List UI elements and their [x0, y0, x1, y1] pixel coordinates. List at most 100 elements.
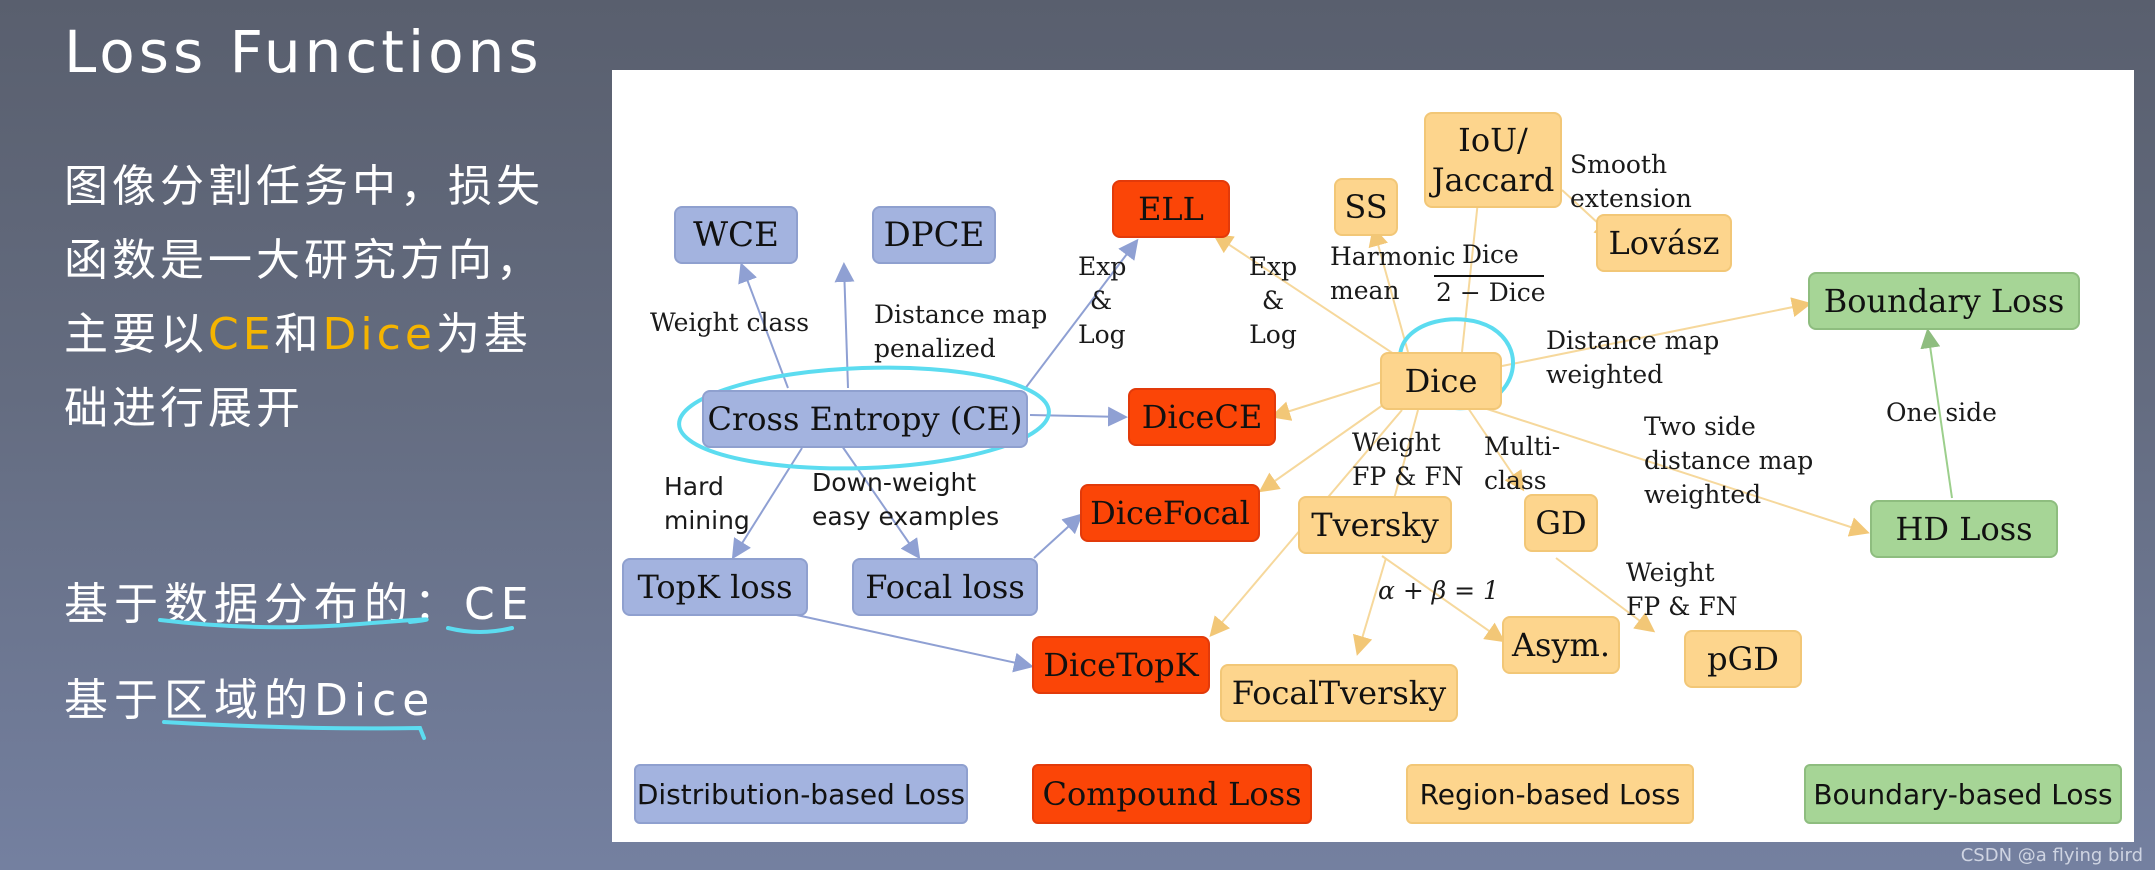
- node-asym: Asym.: [1502, 616, 1620, 674]
- node-hd-loss: HD Loss: [1870, 500, 2058, 558]
- label-weight2-line-1: Weight: [1626, 558, 1715, 587]
- label-multi-class: Multi- class: [1484, 430, 1560, 498]
- region-line: 基于区域的Dice: [64, 664, 435, 728]
- edge-ce-dicece: [1029, 406, 1128, 427]
- label-dm-weighted-line-2: weighted: [1546, 360, 1664, 389]
- node-iou-line-1: IoU/: [1458, 121, 1528, 159]
- label-weight-class: Weight class: [650, 308, 810, 337]
- node-dicefocal: DiceFocal: [1080, 484, 1260, 542]
- label-hard-mining: Hard mining: [664, 470, 750, 538]
- label-harmonic-line-1: Harmonic: [1330, 242, 1456, 271]
- diagram-edges: [677, 178, 1953, 673]
- label-exp-log-right-2: &: [1261, 286, 1285, 315]
- node-gd: GD: [1524, 494, 1598, 552]
- node-iou-jaccard: IoU/ Jaccard: [1424, 112, 1562, 208]
- edge-dice-ss: [1368, 226, 1409, 353]
- highlight-dice: Dice: [322, 309, 436, 360]
- label-fraction-numerator: Dice: [1462, 240, 1519, 269]
- diagram-panel: WCE DPCE Cross Entropy (CE) TopK loss Fo…: [612, 70, 2134, 842]
- intro-line-3: 主要以CE和Dice为基: [64, 298, 584, 372]
- slide-title: Loss Functions: [64, 18, 543, 86]
- region-prefix: 基于: [64, 675, 164, 726]
- node-pgd: pGD: [1684, 630, 1802, 688]
- label-harmonic-mean: Harmonic mean: [1330, 240, 1456, 308]
- label-exp-log-left-1: Exp: [1078, 252, 1127, 281]
- edge-ce-focal: [841, 445, 921, 560]
- label-two-side-line-1: Two side: [1644, 412, 1756, 441]
- ink-circle-ce: [677, 365, 1051, 471]
- edge-tversky-focaltversky: [1352, 557, 1387, 656]
- label-distance-map-line-2: penalized: [874, 334, 996, 363]
- intro-and: 和: [274, 309, 323, 360]
- label-two-side-line-3: weighted: [1644, 480, 1762, 509]
- region-underlined: 区域的Dice: [164, 675, 436, 726]
- distribution-line: 基于数据分布的：CE: [64, 568, 535, 632]
- node-topk-loss: TopK loss: [622, 558, 808, 616]
- label-exp-log-right: Exp & Log: [1248, 250, 1298, 352]
- label-smooth-line-2: extension: [1570, 184, 1692, 213]
- label-hard-mining-line-2: mining: [664, 506, 750, 535]
- label-weight2-line-2: FP & FN: [1626, 592, 1738, 621]
- label-exp-log-left-2: &: [1089, 286, 1113, 315]
- edge-ce-wce: [738, 262, 789, 389]
- edge-tversky-asym: [1381, 555, 1506, 643]
- label-distance-map-line-1: Distance map: [874, 300, 1048, 329]
- label-smooth-line-1: Smooth: [1570, 150, 1668, 179]
- label-weight-fpfn-line-2: FP & FN: [1352, 462, 1464, 491]
- label-two-side-line-2: distance map: [1644, 446, 1814, 475]
- edge-dice-gd: [1467, 407, 1525, 492]
- label-weight-fpfn-line-1: Weight: [1352, 428, 1441, 457]
- intro-line-2: 函数是一大研究方向，: [64, 235, 544, 286]
- distribution-underlined: 数据分布的：: [164, 579, 464, 630]
- label-smooth-extension: Smooth extension: [1570, 148, 1692, 216]
- edge-dice-iou: [1461, 178, 1489, 353]
- edge-hd-boundary: [1920, 328, 1953, 499]
- label-fraction-denominator: 2 − Dice: [1436, 278, 1546, 307]
- node-dicece: DiceCE: [1128, 388, 1276, 446]
- node-dpce: DPCE: [872, 206, 996, 264]
- intro-line-3-suffix: 为基: [435, 309, 532, 360]
- distribution-prefix: 基于: [64, 579, 164, 630]
- legend-distribution: Distribution-based Loss: [634, 764, 968, 824]
- label-hard-mining-line-1: Hard: [664, 472, 724, 501]
- intro-line-3-prefix: 主要以: [64, 309, 208, 360]
- legend-compound: Compound Loss: [1032, 764, 1312, 824]
- label-exp-log-right-3: Log: [1249, 320, 1297, 349]
- edge-dice-dicece: [1270, 381, 1383, 421]
- label-multi-class-line-1: Multi-: [1484, 432, 1561, 461]
- watermark: CSDN @a flying bird: [1960, 845, 2143, 866]
- node-iou-line-2: Jaccard: [1431, 161, 1555, 199]
- legend-region: Region-based Loss: [1406, 764, 1694, 824]
- intro-paragraph: 图像分割任务中，损失 函数是一大研究方向， 主要以CE和Dice为基 础进行展开: [64, 150, 584, 446]
- node-wce: WCE: [674, 206, 798, 264]
- intro-line-4: 础进行展开: [64, 383, 304, 434]
- label-distance-map-penalized: Distance map penalized: [874, 298, 1047, 366]
- label-harmonic-line-2: mean: [1330, 276, 1400, 305]
- node-ss: SS: [1334, 178, 1398, 236]
- node-lovasz: Lovász: [1596, 214, 1732, 272]
- edge-dice-dicefocal: [1258, 399, 1391, 493]
- distribution-ce: CE: [464, 579, 535, 630]
- edge-dice-hd: [1483, 407, 1870, 537]
- label-down-weight-line-1: Down-weight: [812, 468, 977, 497]
- legend-boundary: Boundary-based Loss: [1804, 764, 2122, 824]
- node-focal-loss: Focal loss: [852, 558, 1038, 616]
- label-exp-log-left-3: Log: [1078, 320, 1126, 349]
- node-boundary-loss: Boundary Loss: [1808, 272, 2080, 330]
- edge-dice-boundary: [1501, 297, 1812, 367]
- node-focaltversky: FocalTversky: [1220, 664, 1458, 722]
- label-down-weight: Down-weight easy examples: [812, 466, 999, 534]
- edge-topk-dicetopk: [791, 613, 1034, 673]
- label-down-weight-line-2: easy examples: [812, 502, 1000, 531]
- label-exp-log-right-1: Exp: [1248, 252, 1298, 281]
- label-alpha-beta: α + β = 1: [1378, 576, 1499, 605]
- edge-focal-dicefocal: [1033, 513, 1083, 559]
- label-two-side: Two side distance map weighted: [1644, 410, 1813, 512]
- label-weight-fpfn-2: Weight FP & FN: [1626, 556, 1738, 624]
- intro-line-1: 图像分割任务中，损失: [64, 161, 544, 212]
- node-tversky: Tversky: [1298, 496, 1452, 554]
- node-cross-entropy: Cross Entropy (CE): [702, 390, 1028, 448]
- label-distance-map-weighted: Distance map weighted: [1546, 324, 1719, 392]
- label-one-side: One side: [1886, 398, 1997, 427]
- edge-ce-ell: [1023, 238, 1139, 391]
